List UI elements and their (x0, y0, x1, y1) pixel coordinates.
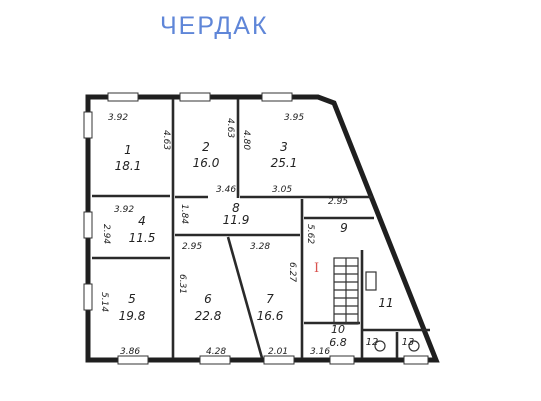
dimension-label: 4.28 (206, 347, 226, 357)
dimension-label: 1.84 (179, 204, 189, 224)
bath-fixtures (365, 271, 420, 352)
dimension-label: 4.63 (225, 118, 235, 138)
dimension-label: 3.92 (108, 113, 128, 123)
room-area: 25.1 (271, 156, 298, 170)
dimension-label: 6.27 (287, 262, 297, 282)
dimension-label: 3.86 (120, 347, 140, 357)
room-area: 22.8 (195, 309, 222, 323)
room-number: 10 (331, 323, 345, 336)
room-area: 18.1 (115, 159, 142, 173)
room-number: 6 (204, 292, 212, 306)
dimension-label: 3.92 (114, 205, 134, 215)
dimension-label: 5.62 (305, 224, 315, 244)
room-number: 11 (378, 296, 393, 310)
dimension-label: 2.01 (268, 347, 288, 357)
room-area: 16.0 (193, 156, 220, 170)
page-title: ЧЕРДАК (160, 12, 269, 40)
room-area: 11.9 (223, 213, 250, 227)
dimension-label: 3.46 (216, 185, 236, 195)
dimension-label: 6.31 (177, 274, 187, 294)
dimension-label: 3.95 (284, 113, 304, 123)
room-area: 6.8 (329, 336, 347, 349)
room-number: 9 (340, 221, 348, 235)
room-area: 11.5 (129, 231, 156, 245)
dimension-label: 3.16 (310, 347, 330, 357)
dimension-label: 4.63 (161, 130, 171, 150)
dimension-label: 2.94 (101, 224, 111, 244)
staircase (333, 257, 359, 325)
room-number: 4 (138, 214, 146, 228)
dimension-label: 5.14 (99, 292, 109, 312)
room-number: 2 (202, 140, 210, 154)
room-number: 7 (266, 292, 274, 306)
room-number: 13 (402, 337, 415, 348)
windows (83, 92, 429, 365)
room-area: 19.8 (119, 309, 146, 323)
dimension-label: 2.95 (182, 242, 202, 252)
dimension-labels: 3.92 4.63 4.63 4.80 3.95 3.46 3.05 2.95 … (99, 113, 348, 357)
room-number: 3 (280, 140, 288, 154)
dimension-label: 3.05 (272, 185, 292, 195)
room-number: 1 (124, 143, 132, 157)
dimension-label: 4.80 (241, 130, 251, 150)
section-marker: I (314, 261, 319, 276)
dimension-label: 3.28 (250, 242, 270, 252)
interior-walls (92, 99, 430, 359)
dimension-label: 2.95 (328, 197, 348, 207)
room-number: 12 (366, 337, 379, 348)
room-number: 5 (128, 292, 136, 306)
room-area: 16.6 (257, 309, 284, 323)
room-labels: 1 18.1 2 16.0 3 25.1 4 11.5 8 11.9 9 5 1… (115, 140, 415, 349)
room-number: 8 (232, 201, 240, 215)
